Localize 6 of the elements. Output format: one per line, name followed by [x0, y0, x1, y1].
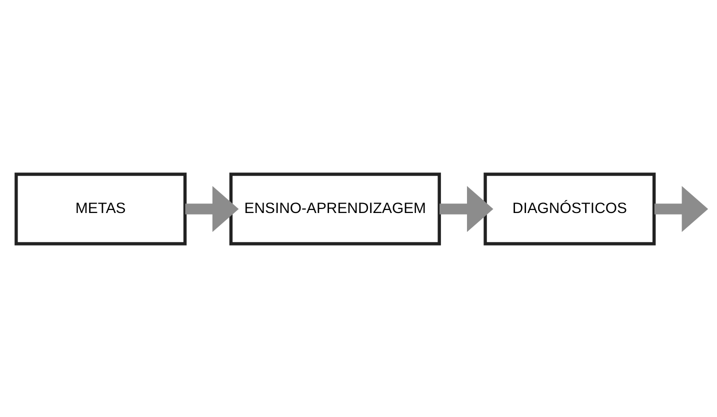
node-box: DIAGNÓSTICOS: [484, 172, 656, 245]
node-box: METAS: [14, 172, 187, 245]
arrow: [440, 186, 494, 232]
arrow: [654, 186, 708, 232]
node-box: ENSINO-APRENDIZAGEM: [229, 172, 441, 245]
arrow: [185, 186, 239, 232]
